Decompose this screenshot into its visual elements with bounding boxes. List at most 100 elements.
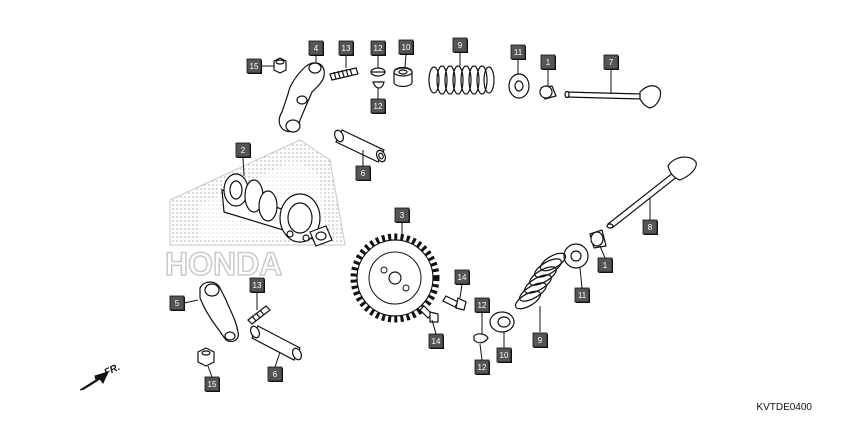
callout-c12b: 12 bbox=[370, 98, 386, 114]
rocker-arm-part bbox=[278, 62, 325, 133]
callout-box bbox=[370, 40, 386, 56]
callout-box bbox=[370, 98, 386, 114]
callout-box bbox=[246, 58, 262, 74]
cam-sprocket-part bbox=[350, 233, 440, 323]
rocker-shaft-part bbox=[249, 325, 303, 361]
honda-watermark-text: HONDA bbox=[165, 246, 282, 282]
callout-box bbox=[428, 333, 444, 349]
callout-box bbox=[235, 142, 251, 158]
callout-number: 1 bbox=[603, 261, 608, 270]
callout-box bbox=[597, 257, 613, 273]
callout-number: 12 bbox=[374, 102, 383, 111]
callout-c1b: 1 bbox=[597, 257, 613, 273]
spring-retainer-part bbox=[508, 73, 530, 99]
callout-c3: 3 bbox=[394, 207, 410, 223]
callout-box bbox=[454, 269, 470, 285]
callout-c9a: 9 bbox=[452, 37, 468, 53]
adjusting-screw-part bbox=[247, 305, 271, 325]
bolt-part bbox=[419, 305, 439, 323]
callout-number: 13 bbox=[342, 44, 351, 53]
callout-number: 4 bbox=[314, 44, 319, 53]
callout-c9b: 9 bbox=[532, 332, 548, 348]
front-direction-label: FR. bbox=[103, 362, 122, 379]
callout-number: 9 bbox=[538, 336, 543, 345]
callout-box bbox=[603, 54, 619, 70]
callout-box bbox=[398, 39, 414, 55]
diagram-code: KVTDE0400 bbox=[756, 402, 812, 413]
callout-c13b: 13 bbox=[249, 277, 265, 293]
callout-c5: 5 bbox=[169, 295, 185, 311]
callout-c1a: 1 bbox=[540, 54, 556, 70]
nut-part bbox=[273, 57, 287, 74]
callout-number: 3 bbox=[400, 211, 405, 220]
valve-guide-part bbox=[589, 229, 607, 249]
callout-number: 10 bbox=[402, 43, 411, 52]
callout-c14a: 14 bbox=[454, 269, 470, 285]
callout-number: 9 bbox=[458, 41, 463, 50]
spring-retainer-part bbox=[563, 243, 589, 269]
callout-c12a: 12 bbox=[370, 40, 386, 56]
valve-seal-part bbox=[393, 66, 413, 88]
callout-c7: 7 bbox=[603, 54, 619, 70]
valve-part bbox=[564, 85, 662, 109]
callout-box bbox=[474, 359, 490, 375]
front-direction-arrow: FR. bbox=[79, 362, 122, 391]
callout-c4: 4 bbox=[308, 40, 324, 56]
callout-box bbox=[540, 54, 556, 70]
camshaft-part bbox=[221, 173, 333, 247]
callout-box bbox=[249, 277, 265, 293]
callout-box bbox=[574, 287, 590, 303]
valve-spring-part bbox=[514, 252, 567, 310]
callout-c12d: 12 bbox=[474, 359, 490, 375]
valve-spring-part bbox=[428, 65, 495, 95]
callout-c8: 8 bbox=[642, 219, 658, 235]
callout-c6b: 6 bbox=[267, 366, 283, 382]
callout-number: 11 bbox=[578, 291, 587, 300]
callout-c14b: 14 bbox=[428, 333, 444, 349]
callout-box bbox=[169, 295, 185, 311]
callout-c15a: 15 bbox=[246, 58, 262, 74]
callout-number: 5 bbox=[175, 299, 180, 308]
callout-c11a: 11 bbox=[510, 44, 526, 60]
rocker-arm-part bbox=[199, 281, 239, 343]
callout-number: 6 bbox=[273, 370, 278, 379]
callout-number: 12 bbox=[478, 301, 487, 310]
callout-c10b: 10 bbox=[496, 347, 512, 363]
nut-part bbox=[197, 347, 215, 367]
callout-number: 1 bbox=[546, 58, 551, 67]
callout-number: 15 bbox=[250, 62, 259, 71]
callout-number: 15 bbox=[208, 380, 217, 389]
callout-box bbox=[474, 297, 490, 313]
callout-c2: 2 bbox=[235, 142, 251, 158]
adjusting-screw-part bbox=[329, 67, 359, 81]
callout-number: 13 bbox=[253, 281, 262, 290]
callout-box bbox=[642, 219, 658, 235]
callout-number: 8 bbox=[648, 223, 653, 232]
callout-number: 14 bbox=[432, 337, 441, 346]
callout-number: 11 bbox=[514, 48, 523, 57]
valve-cotter-part bbox=[473, 333, 489, 344]
callout-number: 12 bbox=[374, 44, 383, 53]
callout-box bbox=[204, 376, 220, 392]
callout-c6a: 6 bbox=[355, 165, 371, 181]
callout-c10a: 10 bbox=[398, 39, 414, 55]
valve-part bbox=[606, 156, 697, 229]
callout-c15b: 15 bbox=[204, 376, 220, 392]
valve-seal-part bbox=[489, 311, 515, 333]
callout-number: 7 bbox=[609, 58, 614, 67]
callout-number: 6 bbox=[361, 169, 366, 178]
callout-box bbox=[510, 44, 526, 60]
callout-box bbox=[308, 40, 324, 56]
callout-c12c: 12 bbox=[474, 297, 490, 313]
callout-box bbox=[496, 347, 512, 363]
callout-number: 10 bbox=[500, 351, 509, 360]
leader-lines bbox=[183, 52, 651, 378]
valve-guide-part bbox=[539, 85, 557, 100]
callout-box bbox=[532, 332, 548, 348]
rocker-shaft-part bbox=[333, 129, 387, 163]
callout-c11b: 11 bbox=[574, 287, 590, 303]
callout-c13a: 13 bbox=[338, 40, 354, 56]
callout-box bbox=[394, 207, 410, 223]
